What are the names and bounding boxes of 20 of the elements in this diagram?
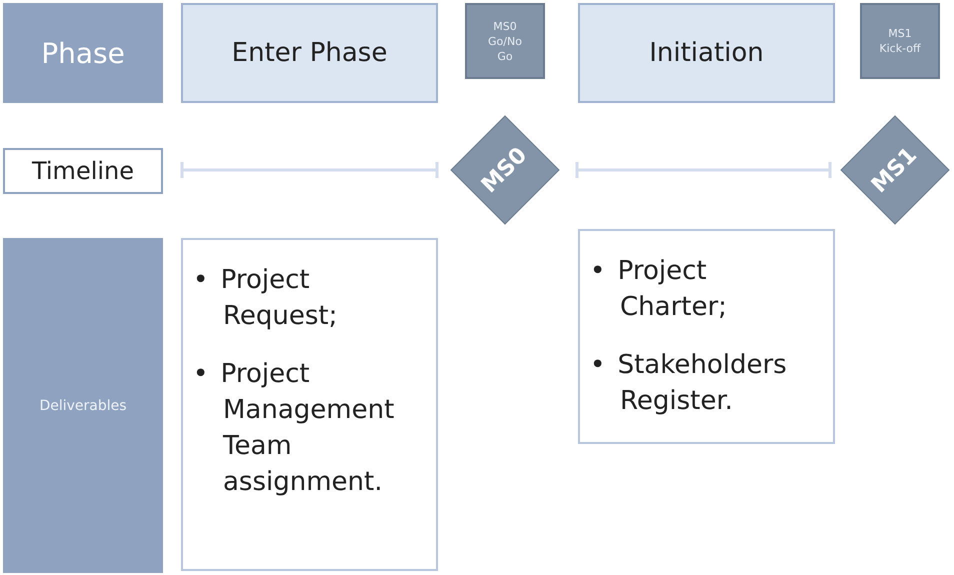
phase-box [578,3,835,103]
deliverable-item: • Project Request; [193,264,338,333]
milestone-label: MS1 Kick-off [878,26,922,56]
deliverable-item: • Project Management Team assignment. [193,358,396,499]
phase-title: Initiation [649,38,764,68]
phase-box [181,3,438,103]
row-header-cell [3,3,163,103]
deliverable-item: • Project Charter; [590,255,728,324]
deliverable-item: • Stakeholders Register. [590,349,788,418]
phase-title: Enter Phase [232,38,388,68]
deliverables-box [181,238,438,571]
deliverables-box [578,229,835,444]
row-header-cell [3,238,163,573]
row-header: Phase [41,36,125,70]
row-header-cell [3,148,163,194]
row-header: Deliverables [39,398,127,414]
milestone-label: MS0 Go/No Go [487,18,523,64]
row-header: Timeline [32,157,134,185]
milestone-box [860,3,940,79]
milestone-box [465,3,545,79]
